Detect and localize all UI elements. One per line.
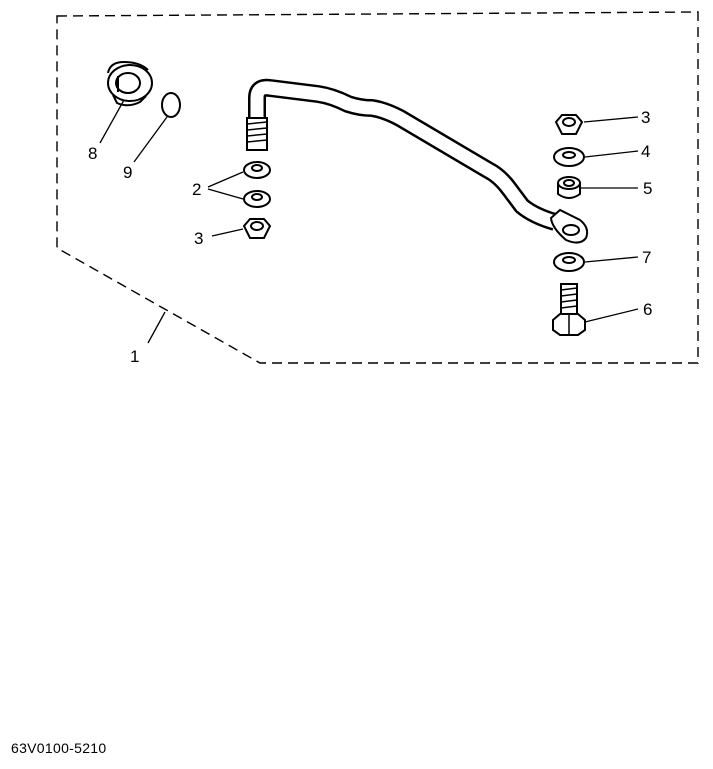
collar-icon: [557, 176, 581, 199]
callout-2: 2: [192, 180, 201, 199]
o-ring-icon: [161, 92, 181, 118]
callout-6: 6: [643, 300, 652, 319]
washer-icon: [553, 252, 585, 272]
callout-3-right: 3: [641, 108, 650, 127]
washer-icon: [553, 147, 585, 167]
nut-icon: [242, 218, 272, 239]
bolt-icon: [552, 283, 586, 336]
callout-5: 5: [643, 179, 652, 198]
leader-lines: [99, 99, 639, 344]
washer-icon: [243, 190, 271, 208]
part-code: 63V0100-5210: [11, 740, 107, 756]
callout-8: 8: [88, 144, 97, 163]
assembly-boundary: [56, 11, 699, 364]
callout-7: 7: [642, 248, 651, 267]
nut-icon: [554, 114, 584, 135]
callout-1: 1: [130, 347, 139, 366]
grommet-icon: [107, 60, 153, 107]
callout-9: 9: [123, 163, 132, 182]
washer-icon: [243, 161, 271, 179]
steering-link-rod-icon: [246, 78, 589, 244]
callout-4: 4: [641, 142, 650, 161]
callout-3-left: 3: [194, 229, 203, 248]
